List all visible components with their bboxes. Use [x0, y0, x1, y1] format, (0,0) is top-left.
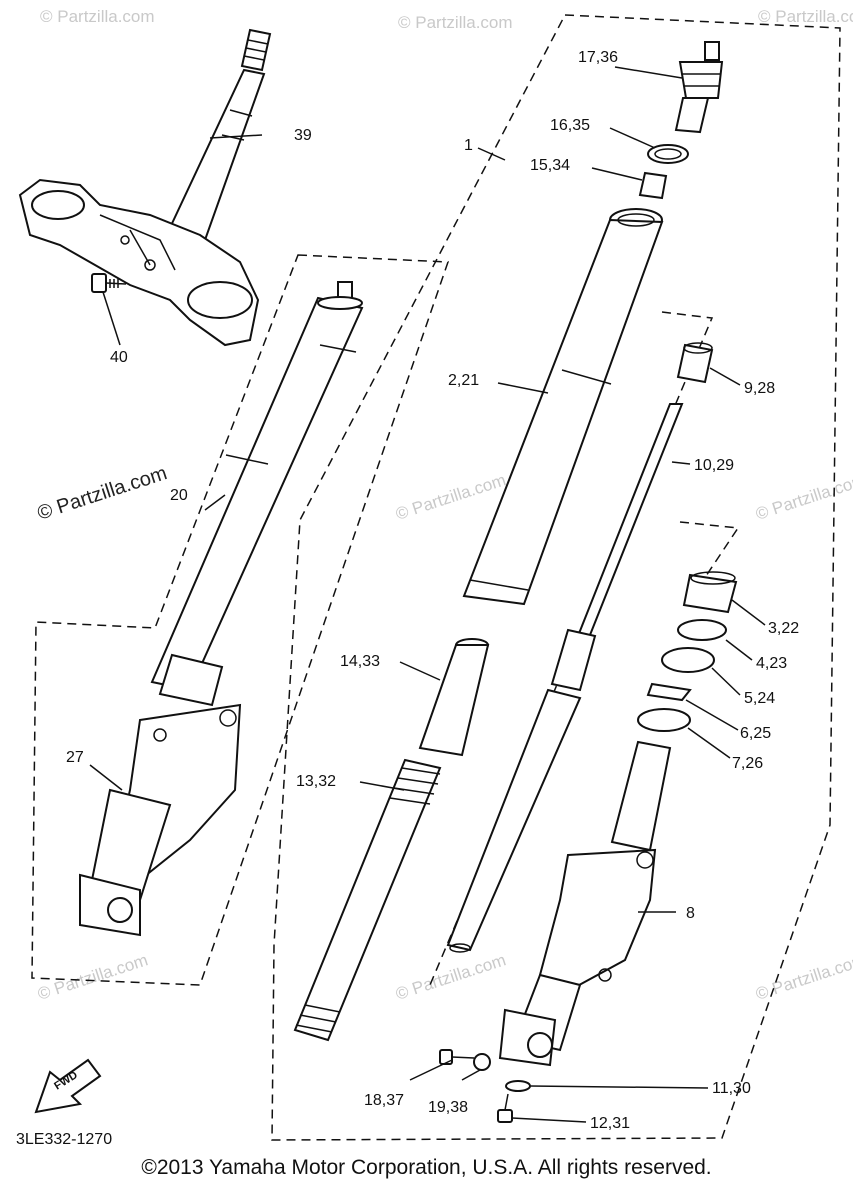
label-4-23: 4,23: [756, 655, 787, 672]
watermark-text: © Partzilla.com: [398, 13, 513, 32]
watermark-text: © Partzilla.com: [753, 950, 853, 1003]
label-18-37: 18,37: [364, 1092, 404, 1109]
copyright-footer: ©2013 Yamaha Motor Corporation, U.S.A. A…: [141, 1156, 712, 1179]
steering-stem-bracket: [18, 28, 272, 347]
bushing-9: [676, 343, 714, 384]
oil-seal-5: [661, 647, 715, 673]
subassembly-boundary-3: [679, 521, 740, 601]
leader-lines: [89, 66, 766, 1123]
assembly-boundary-20: [31, 254, 450, 986]
label-20: 20: [170, 487, 188, 504]
watermark-text: © Partzilla.com: [758, 7, 853, 26]
label-1: 1: [464, 137, 473, 154]
label-39: 39: [294, 127, 312, 144]
damper-rod-10: [446, 403, 684, 953]
gasket-11: [505, 1080, 531, 1092]
label-15-34: 15,34: [530, 157, 570, 174]
label-7-26: 7,26: [732, 755, 763, 772]
label-10-29: 10,29: [694, 457, 734, 474]
label-6-25: 6,25: [740, 725, 771, 742]
clip-6: [646, 682, 692, 702]
label-12-31: 12,31: [590, 1115, 630, 1132]
label-19-38: 19,38: [428, 1099, 468, 1116]
bolt-40: [91, 273, 127, 293]
label-9-28: 9,28: [744, 380, 775, 397]
slide-bushing-3: [682, 573, 738, 614]
diagram-code: 3LE332-1270: [16, 1131, 112, 1148]
label-11-30: 11,30: [712, 1080, 751, 1097]
label-14-33: 14,33: [340, 653, 380, 670]
outer-tube-2: [462, 208, 664, 606]
left-fork-assembly: [79, 281, 364, 937]
label-3-22: 3,22: [768, 620, 799, 637]
dust-seal-7: [637, 708, 691, 732]
part-labels: 39 40 20 27 1 17,36 16,35 15,34 2,21 9,2…: [16, 49, 799, 1148]
label-8: 8: [686, 905, 695, 922]
label-40: 40: [110, 349, 128, 366]
label-27: 27: [66, 749, 84, 766]
watermark-text: © Partzilla.com: [393, 950, 508, 1003]
washer-4: [677, 619, 727, 641]
bolt-18: [439, 1049, 475, 1065]
label-17-36: 17,36: [578, 49, 618, 66]
washer-19: [473, 1053, 491, 1071]
watermark-text: © Partzilla.com: [393, 470, 508, 523]
label-13-32: 13,32: [296, 773, 336, 790]
label-16-35: 16,35: [550, 117, 590, 134]
cap-bolt-17: [674, 41, 724, 134]
watermark-text: © Partzilla.com: [35, 950, 150, 1003]
label-5-24: 5,24: [744, 690, 775, 707]
collar-15: [638, 171, 668, 200]
spacer-14: [418, 638, 490, 757]
label-2-21: 2,21: [448, 372, 479, 389]
assembly-boundary-1: [271, 14, 841, 1141]
fwd-arrow-icon: FWD: [34, 1058, 102, 1114]
drain-bolt-12: [497, 1093, 513, 1123]
watermark-main: © Partzilla.com: [35, 462, 170, 525]
watermark-text: © Partzilla.com: [40, 7, 155, 26]
o-ring-16: [647, 144, 689, 164]
watermark-text: © Partzilla.com: [753, 470, 853, 523]
fork-spring-13: [293, 758, 442, 1042]
outer-tube-lower-8: [498, 740, 672, 1067]
